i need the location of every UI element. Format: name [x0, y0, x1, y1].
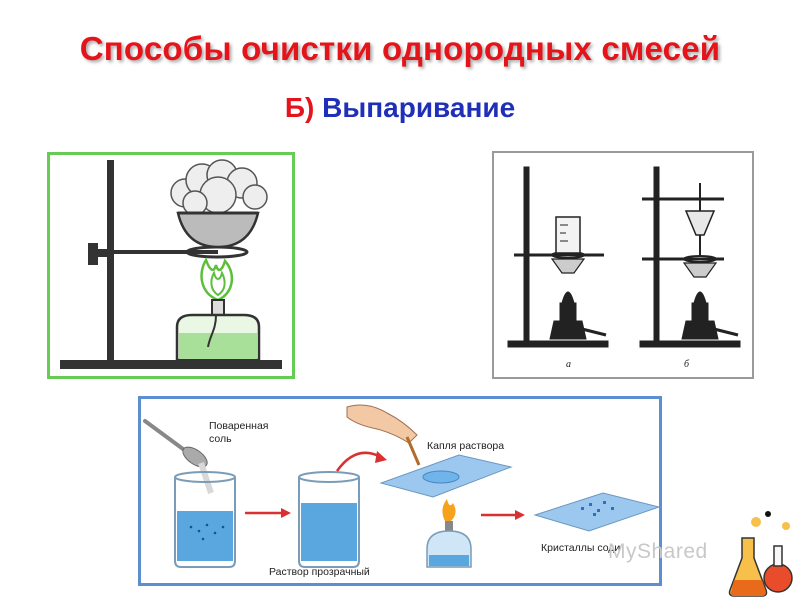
stand-base — [60, 360, 282, 369]
slide-title: Способы очистки однородных смесей — [79, 30, 721, 67]
spirit-lamp — [175, 299, 261, 362]
beaker-clear-solution — [298, 471, 360, 568]
chemistry-flasks-icon — [728, 511, 793, 597]
spirit-lamp-small — [426, 499, 472, 568]
arrow-curved — [335, 451, 382, 472]
burner — [559, 302, 577, 322]
beaker — [555, 216, 581, 254]
beaker-with-salt — [174, 471, 236, 568]
flame — [200, 257, 234, 302]
hand-with-pipette — [346, 404, 421, 466]
lamp-wick — [207, 314, 217, 348]
ring-stands-drawing: а б — [507, 166, 741, 370]
stand-rod — [107, 160, 114, 360]
stand-a-label: а — [566, 359, 571, 370]
water-1 — [177, 511, 233, 561]
process-drawing: Поваренная соль Раствор прозрачный — [143, 404, 659, 578]
evaporating-dish — [176, 211, 260, 249]
evaporation-stand-drawing — [60, 159, 282, 369]
steam-cloud — [170, 159, 268, 216]
slide-subtitle: Б) Выпаривание — [0, 92, 800, 124]
funnel — [684, 210, 716, 236]
clamp-arm — [114, 250, 218, 254]
salt-label-line1: Поваренная — [209, 420, 269, 432]
drop-label: Капля раствора — [427, 440, 504, 452]
burner-flame — [561, 291, 575, 304]
subtitle-text: Выпаривание — [322, 92, 516, 123]
salt-evaporation-process: Поваренная соль Раствор прозрачный — [138, 396, 662, 586]
gauze — [550, 258, 586, 274]
stand-b-label: б — [684, 359, 690, 370]
subtitle-prefix: Б) — [284, 92, 315, 123]
spoon — [143, 419, 214, 494]
clamp-screw — [88, 243, 98, 265]
crystals-label: Кристаллы соди — [541, 542, 620, 554]
solution-drop — [422, 470, 460, 484]
glass-slide-with-drop — [379, 454, 513, 498]
lamp-fuel — [179, 333, 257, 359]
slide-with-crystals — [533, 492, 659, 532]
ring-stands-illustration: а б — [492, 151, 754, 379]
water-2 — [301, 503, 357, 561]
watermark: MyShared — [608, 540, 708, 563]
salt-label-line2: соль — [209, 433, 232, 445]
stand-b — [639, 166, 741, 348]
solution-label: Раствор прозрачный — [269, 566, 370, 578]
stand-a — [507, 166, 609, 348]
evaporation-stand-illustration — [47, 152, 295, 379]
